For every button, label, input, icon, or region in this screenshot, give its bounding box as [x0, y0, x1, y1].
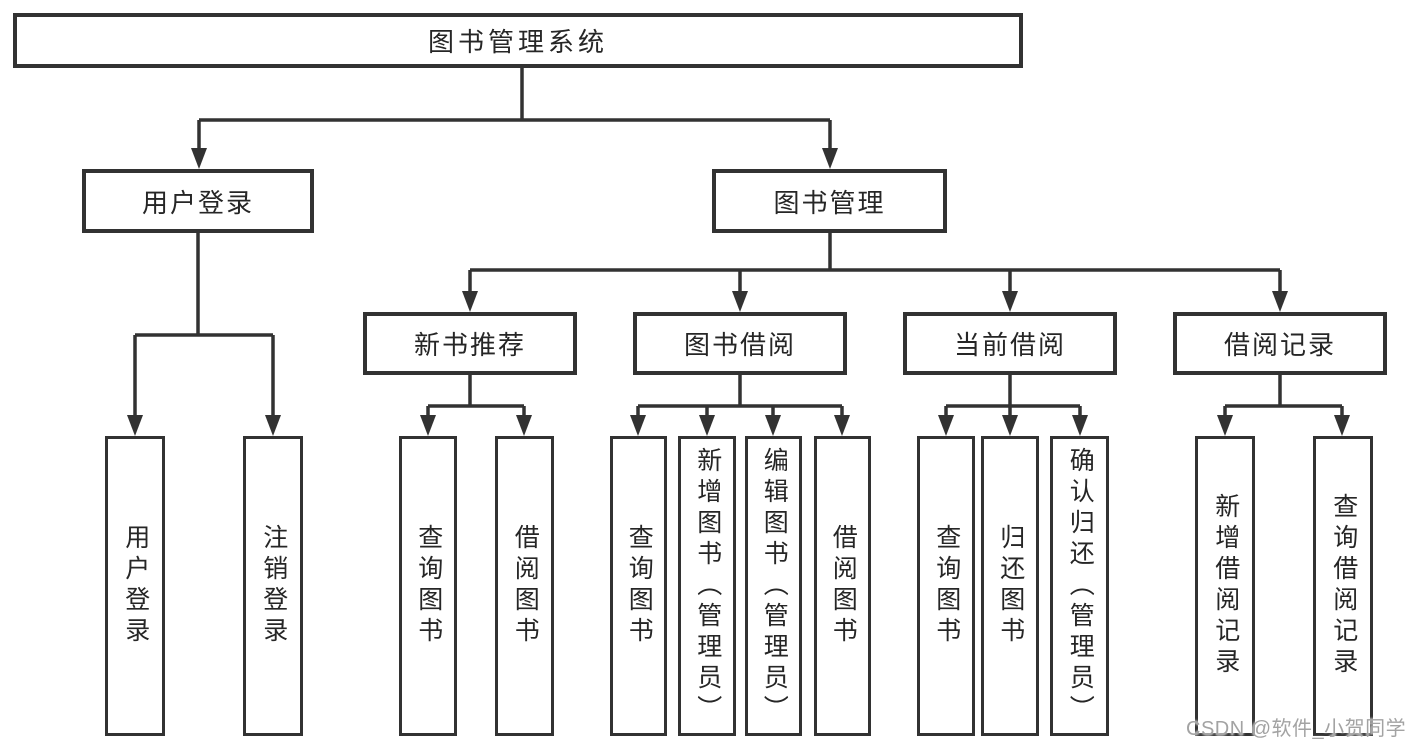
leaf-logout: 注销登录: [243, 436, 303, 736]
leaf-query-books-borrow: 查询图书: [610, 436, 667, 736]
leaf-label: 编辑图书（管理员）: [760, 446, 789, 726]
leaf-edit-book-admin: 编辑图书（管理员）: [745, 436, 802, 736]
node-root: 图书管理系统: [13, 13, 1023, 68]
leaf-add-borrow-record: 新增借阅记录: [1195, 436, 1255, 736]
leaf-add-book-admin: 新增图书（管理员）: [678, 436, 736, 736]
leaf-borrow-books-recommend: 借阅图书: [495, 436, 554, 736]
leaf-label: 查询图书: [414, 524, 443, 648]
node-user-login: 用户登录: [82, 169, 314, 233]
leaf-label: 查询图书: [625, 524, 654, 648]
leaf-label: 归还图书: [996, 524, 1025, 648]
leaf-label: 查询图书: [932, 524, 961, 648]
leaf-label: 借阅图书: [511, 524, 540, 648]
watermark: CSDN @软件_小贺同学: [1186, 718, 1405, 740]
leaf-confirm-return-admin: 确认归还（管理员）: [1050, 436, 1109, 736]
node-current-borrow: 当前借阅: [903, 312, 1117, 375]
leaf-query-books-current: 查询图书: [917, 436, 975, 736]
leaf-label: 借阅图书: [829, 524, 858, 648]
leaf-label: 确认归还（管理员）: [1066, 446, 1095, 726]
leaf-borrow-books: 借阅图书: [814, 436, 871, 736]
leaf-return-book: 归还图书: [981, 436, 1039, 736]
leaf-query-borrow-record: 查询借阅记录: [1313, 436, 1373, 736]
leaf-label: 新增图书（管理员）: [693, 446, 722, 726]
node-book-borrow: 图书借阅: [633, 312, 847, 375]
node-book-management: 图书管理: [712, 169, 947, 233]
arrowheads: [127, 148, 1350, 436]
leaf-label: 注销登录: [259, 524, 288, 648]
leaf-label: 新增借阅记录: [1211, 493, 1240, 679]
leaf-label: 用户登录: [121, 524, 150, 648]
leaf-query-books-recommend: 查询图书: [399, 436, 457, 736]
node-borrow-records: 借阅记录: [1173, 312, 1387, 375]
leaf-user-login: 用户登录: [105, 436, 165, 736]
leaf-label: 查询借阅记录: [1329, 493, 1358, 679]
node-new-book-recommend: 新书推荐: [363, 312, 577, 375]
